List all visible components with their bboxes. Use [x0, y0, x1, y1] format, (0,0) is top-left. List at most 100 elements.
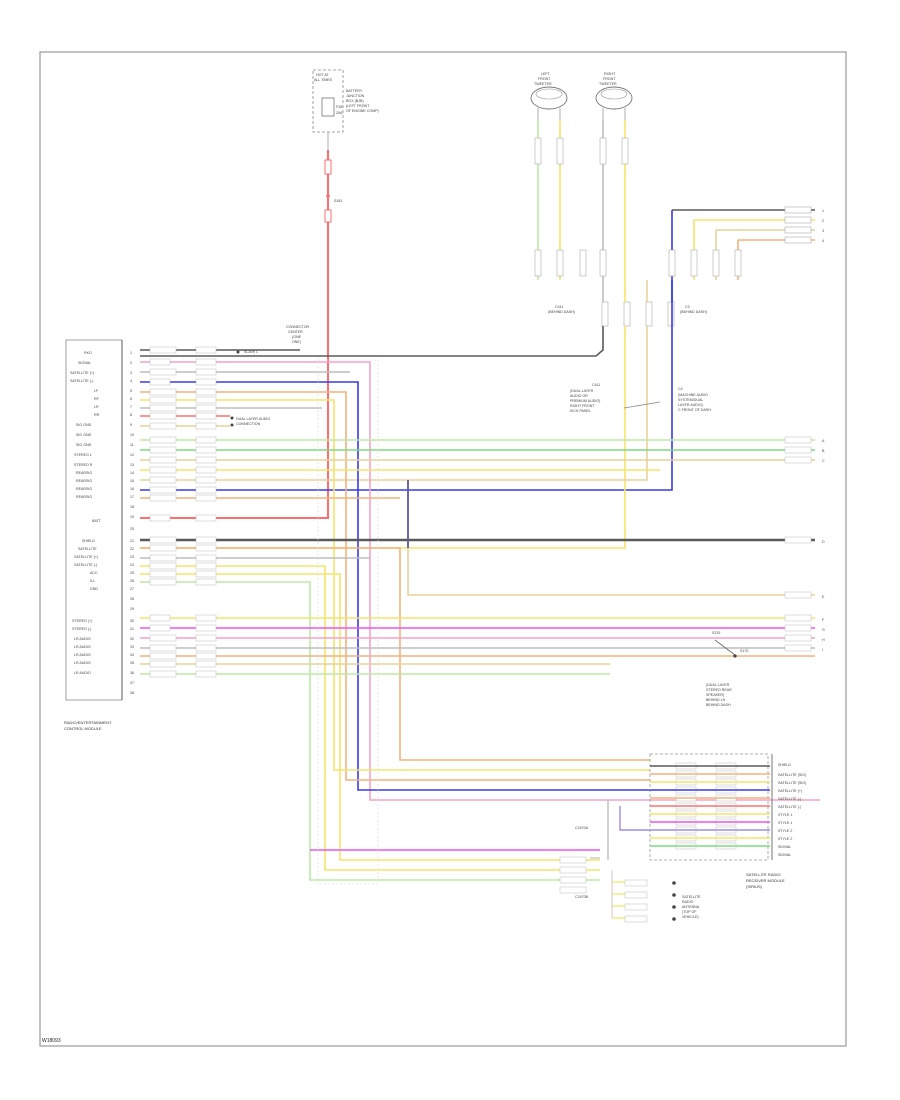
svg-text:SIG GND: SIG GND	[76, 443, 92, 447]
svg-text:C411: C411	[592, 383, 600, 387]
svg-text:26: 26	[130, 579, 134, 583]
svg-text:32: 32	[130, 637, 134, 641]
svg-text:RECEIVER MODULE: RECEIVER MODULE	[746, 878, 785, 883]
svg-text:(TOP OF: (TOP OF	[682, 910, 697, 914]
svg-text:C411: C411	[555, 305, 563, 309]
svg-text:STYLE 1: STYLE 1	[778, 821, 792, 825]
svg-text:LAYER AUDIO): LAYER AUDIO)	[678, 403, 703, 407]
svg-text:33: 33	[130, 645, 134, 649]
svg-text:20A: 20A	[336, 111, 343, 115]
left-module: RADIO/ENTERTAINMENT CONTROL MODULE	[64, 339, 123, 731]
svg-text:REARSIG: REARSIG	[76, 487, 92, 491]
svg-text:STEREO REAR: STEREO REAR	[706, 688, 732, 692]
svg-text:C2470B: C2470B	[575, 895, 589, 899]
svg-text:SLAVE L: SLAVE L	[244, 350, 258, 354]
svg-text:(BEHIND DASH): (BEHIND DASH)	[680, 310, 707, 314]
svg-text:SIGNAL: SIGNAL	[778, 845, 791, 849]
svg-text:11: 11	[130, 443, 134, 447]
svg-text:H: H	[822, 638, 825, 642]
svg-text:C4: C4	[678, 387, 683, 391]
svg-text:SIG GND: SIG GND	[76, 433, 92, 437]
right-end-labels: ABC D E FG HI	[784, 436, 825, 652]
svg-text:DUAL LAYER AUDIO: DUAL LAYER AUDIO	[236, 417, 270, 421]
switch-symbol: S215 S170 (DUAL LAYER STEREO REAR SPEAKE…	[706, 631, 748, 707]
svg-text:(MACHINE AUDIO: (MACHINE AUDIO	[678, 393, 708, 397]
svg-text:S170: S170	[740, 649, 748, 653]
svg-text:9: 9	[130, 423, 132, 427]
svg-text:SATELLITE: SATELLITE	[78, 547, 97, 551]
svg-text:ILL: ILL	[90, 579, 95, 583]
svg-text:LR AUDIO: LR AUDIO	[74, 671, 91, 675]
svg-text:5: 5	[130, 389, 132, 393]
svg-text:REARSIG: REARSIG	[76, 495, 92, 499]
speaker-to-module-wires	[140, 280, 673, 549]
fuse-block: HOT AT ALL TIMES BATTERY JUNCTION BOX (B…	[312, 69, 379, 150]
svg-text:SATELLITE (SIG): SATELLITE (SIG)	[778, 781, 806, 785]
svg-text:G: G	[822, 628, 825, 632]
speaker-wire-tags	[534, 137, 629, 277]
svg-text:RKO: RKO	[84, 351, 92, 355]
svg-text:20: 20	[130, 527, 134, 531]
shield-box	[317, 359, 379, 885]
svg-text:REARSIG: REARSIG	[76, 479, 92, 483]
svg-text:A: A	[822, 439, 825, 443]
right-top-tags: 1 2 3 4	[668, 206, 824, 277]
svg-text:30: 30	[130, 619, 134, 623]
amplifier-wires	[607, 765, 770, 860]
svg-text:ALL TIMES: ALL TIMES	[314, 78, 333, 82]
svg-text:16: 16	[130, 487, 134, 491]
svg-text:SATELLITE: SATELLITE	[682, 895, 701, 899]
svg-text:LR: LR	[94, 405, 99, 409]
svg-text:34: 34	[130, 653, 134, 657]
svg-text:BEHIND LH: BEHIND LH	[706, 698, 726, 702]
svg-text:CONNECTION: CONNECTION	[236, 422, 261, 426]
svg-text:4: 4	[130, 379, 132, 383]
svg-text:12: 12	[130, 453, 134, 457]
svg-text:(DUAL LAYER: (DUAL LAYER	[706, 683, 730, 687]
svg-text:18: 18	[130, 505, 134, 509]
svg-text:28: 28	[130, 597, 134, 601]
svg-text:I: I	[822, 648, 823, 652]
right-speaker: RIGHT FRONT TWEETER	[595, 72, 633, 120]
svg-text:LEFT: LEFT	[541, 72, 551, 76]
svg-text:TWEETER: TWEETER	[599, 82, 617, 86]
svg-text:3: 3	[822, 229, 824, 233]
svg-text:1: 1	[822, 209, 824, 213]
svg-text:S181: S181	[334, 199, 342, 203]
svg-text:SHIELD: SHIELD	[82, 539, 95, 543]
svg-text:27: 27	[130, 587, 134, 591]
svg-text:15: 15	[130, 479, 134, 483]
svg-text:22: 22	[130, 547, 134, 551]
svg-text:19: 19	[130, 515, 134, 519]
svg-text:RADIO/ENTERTAINMENT: RADIO/ENTERTAINMENT	[64, 720, 112, 725]
svg-text:RR: RR	[94, 413, 100, 417]
svg-text:D: D	[822, 540, 825, 544]
svg-text:2: 2	[822, 219, 824, 223]
svg-text:STEREO R: STEREO R	[74, 463, 93, 467]
svg-text:10: 10	[130, 433, 134, 437]
svg-text:21: 21	[130, 539, 134, 543]
svg-text:ANTENNA: ANTENNA	[682, 905, 700, 909]
svg-text:36: 36	[130, 671, 134, 675]
svg-text:CENTER: CENTER	[288, 330, 303, 334]
svg-text:SPEAKER): SPEAKER)	[706, 693, 724, 697]
svg-text:LR AUDIO: LR AUDIO	[74, 661, 91, 665]
svg-text:ONE): ONE)	[292, 340, 301, 344]
inline-connectors: C411 (BEHIND DASH) C3 (BEHIND DASH)	[548, 301, 707, 327]
svg-text:BATT: BATT	[92, 519, 102, 523]
svg-text:(ONE: (ONE	[292, 335, 302, 339]
lower-bundle: C2470A C2470B	[310, 826, 600, 899]
svg-text:(BEHIND DASH): (BEHIND DASH)	[548, 310, 575, 314]
svg-text:SATELLITE (-): SATELLITE (-)	[778, 797, 801, 801]
svg-text:6: 6	[130, 397, 132, 401]
svg-text:4: 4	[822, 239, 824, 243]
svg-text:C3: C3	[685, 305, 690, 309]
module-pin-labels: RKO SIGNAL SATELLITE (+) SATELLITE (-) L…	[70, 351, 102, 675]
svg-text:17: 17	[130, 495, 134, 499]
svg-text:35: 35	[130, 661, 134, 665]
svg-text:STEREO L: STEREO L	[74, 453, 92, 457]
svg-text:LR AUDIO: LR AUDIO	[74, 653, 91, 657]
svg-text:HOT AT: HOT AT	[316, 73, 329, 77]
